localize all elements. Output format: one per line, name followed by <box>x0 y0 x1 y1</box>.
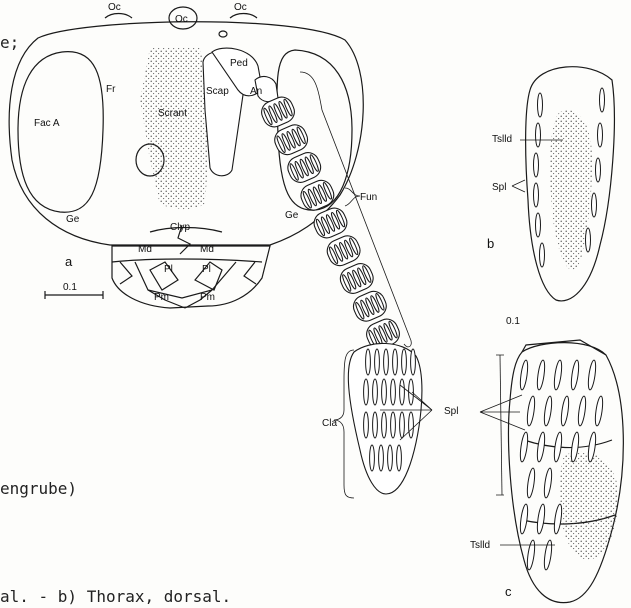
thorax-sensillum <box>600 88 605 112</box>
label-oc-right: Oc <box>234 2 247 13</box>
club-sensillum <box>384 349 389 375</box>
club-c-sensillum <box>536 360 546 391</box>
club-sensillum <box>391 379 396 405</box>
club-c-sensillum <box>519 504 529 535</box>
club-sensillum <box>400 412 405 438</box>
club-sensillum <box>373 379 378 405</box>
club-sensillum <box>393 349 398 375</box>
label-clyp: Clyp <box>170 222 190 233</box>
club-c-sensillum <box>543 468 553 499</box>
club-sensillum <box>397 445 402 471</box>
scale-label-c: 0.1 <box>506 316 520 327</box>
label-fac-a: Fac A <box>34 118 60 129</box>
club-sensillum <box>370 445 375 471</box>
club-c-sensillum <box>570 360 580 391</box>
right-ocellus <box>230 14 257 19</box>
label-spl-c: Spl <box>444 406 458 417</box>
club-c-sensillum <box>543 540 553 571</box>
club-c-sensillum <box>594 396 604 427</box>
left-ocellus <box>105 14 132 19</box>
club-sensillum <box>364 379 369 405</box>
scrobal-area <box>140 48 210 210</box>
club-c-sensillum <box>526 468 536 499</box>
caption-fragment-middle: engrube) <box>0 479 77 498</box>
caption-fragment-top: e; <box>0 33 19 52</box>
thorax-sensillum <box>596 158 601 182</box>
label-pm-left: Pm <box>154 292 169 303</box>
label-layer: Oc Oc Oc Fr Fac A Scrant Scap Ped An Ge … <box>0 2 520 606</box>
club-sensillum <box>388 445 393 471</box>
label-tslld-b: Tslld <box>492 134 512 145</box>
club-sensillum <box>411 349 416 375</box>
label-fun: Fun <box>360 192 377 203</box>
club-sensillum <box>373 412 378 438</box>
club-c-sensillum <box>526 396 536 427</box>
label-oc-left: Oc <box>108 2 121 13</box>
club-sensillum <box>400 379 405 405</box>
label-cla: Cla <box>322 418 337 429</box>
label-scap: Scap <box>206 86 229 97</box>
club-sensillum <box>382 412 387 438</box>
label-md-right: Md <box>200 244 214 255</box>
label-an: An <box>250 86 262 97</box>
thorax-sensillum <box>598 123 603 147</box>
club-sensillum <box>375 349 380 375</box>
club-c-sensillum <box>519 432 529 463</box>
label-ped: Ped <box>230 58 248 69</box>
club-c-sensillum <box>587 360 597 391</box>
club-sensillum <box>382 379 387 405</box>
thorax-sensillum <box>592 193 597 217</box>
club-sensillum <box>409 412 414 438</box>
club-c-sensillum <box>543 396 553 427</box>
caption-fragment-bottom: al. - b) Thorax, dorsal. <box>0 587 231 606</box>
panel-label-c: c <box>505 584 512 599</box>
label-ge-right: Ge <box>285 210 299 221</box>
club-sensillum <box>402 349 407 375</box>
club-c-sensillum <box>553 360 563 391</box>
thorax-sensillum <box>534 153 539 177</box>
thorax-sensillum <box>536 213 541 237</box>
club-c-sensory-area <box>560 452 618 560</box>
label-pl-right: Pl <box>202 264 211 275</box>
left-compound-eye <box>18 52 103 213</box>
thorax-sensillum <box>586 228 591 252</box>
club-sensillum <box>391 412 396 438</box>
thorax-sensillum <box>538 93 543 117</box>
panel-label-b: b <box>487 236 494 251</box>
label-oc-center: Oc <box>175 14 188 25</box>
thorax-sensillum <box>534 183 539 207</box>
club-sensillum <box>366 349 371 375</box>
label-pm-right: Pm <box>200 292 215 303</box>
label-md-left: Md <box>138 244 152 255</box>
club-c-sensillum <box>536 432 546 463</box>
thorax-drawing <box>512 67 614 301</box>
club-sensillum <box>379 445 384 471</box>
thorax-sensillum <box>536 123 541 147</box>
thorax-sensillum <box>540 243 545 267</box>
label-pl-left: Pl <box>164 264 173 275</box>
club-c-sensillum <box>526 540 536 571</box>
label-fr: Fr <box>106 84 116 95</box>
label-scrant: Scrant <box>158 108 187 119</box>
club-c-drawing <box>496 340 623 603</box>
antenna-drawing <box>258 72 525 498</box>
club-c-sensillum <box>536 504 546 535</box>
label-spl-b: Spl <box>492 182 506 193</box>
label-tslld-c: Tslld <box>470 540 490 551</box>
club-sensillum <box>364 412 369 438</box>
club-c-sensillum <box>577 396 587 427</box>
club-c-sensillum <box>519 360 529 391</box>
club-c-sensillum <box>560 396 570 427</box>
panel-label-a: a <box>65 254 73 269</box>
scale-label-a: 0.1 <box>63 282 77 293</box>
label-ge-left: Ge <box>66 214 80 225</box>
